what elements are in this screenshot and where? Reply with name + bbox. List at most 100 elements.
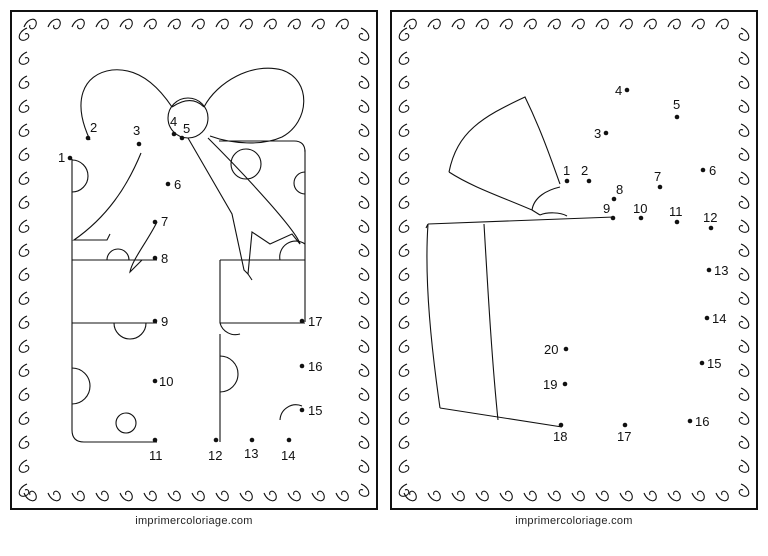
- scroll-ornament: [398, 411, 410, 425]
- scroll-ornament: [358, 123, 370, 137]
- scroll-ornament: [738, 339, 750, 353]
- dot-point: [558, 422, 564, 428]
- dot-number-label: 7: [654, 169, 661, 184]
- scroll-ornament: [119, 490, 133, 502]
- scroll-ornament: [263, 490, 277, 502]
- dot-point: [171, 131, 177, 137]
- scroll-ornament: [358, 291, 370, 305]
- scroll-ornament: [18, 27, 30, 41]
- dot-point: [699, 360, 705, 366]
- scroll-ornament: [738, 27, 750, 41]
- dot-point: [136, 141, 142, 147]
- decorative-scroll-border: [18, 18, 370, 502]
- dot-number-label: 8: [616, 182, 623, 197]
- scroll-ornament: [18, 339, 30, 353]
- scroll-ornament: [475, 18, 489, 30]
- scroll-ornament: [358, 51, 370, 65]
- scroll-ornament: [358, 243, 370, 257]
- scroll-ornament: [643, 490, 657, 502]
- dot-point: [638, 215, 644, 221]
- scroll-ornament: [398, 51, 410, 65]
- scroll-ornament: [398, 387, 410, 401]
- scroll-ornament: [358, 195, 370, 209]
- dot-number-label: 15: [707, 356, 721, 371]
- scroll-ornament: [738, 243, 750, 257]
- scroll-ornament: [167, 490, 181, 502]
- scroll-ornament: [667, 490, 681, 502]
- scroll-ornament: [335, 490, 349, 502]
- dot-point: [611, 196, 617, 202]
- dot-number-label: 2: [90, 120, 97, 135]
- scroll-ornament: [427, 490, 441, 502]
- dot-point: [622, 422, 628, 428]
- scroll-ornament: [287, 18, 301, 30]
- dot-point: [610, 215, 616, 221]
- scroll-ornament: [215, 490, 229, 502]
- scroll-ornament: [358, 147, 370, 161]
- scroll-ornament: [47, 490, 61, 502]
- scroll-ornament: [427, 18, 441, 30]
- scroll-ornament: [398, 459, 410, 473]
- dot-number-label: 16: [695, 414, 709, 429]
- scroll-ornament: [643, 18, 657, 30]
- scroll-ornament: [18, 75, 30, 89]
- scroll-ornament: [738, 435, 750, 449]
- scroll-ornament: [451, 18, 465, 30]
- scroll-ornament: [738, 315, 750, 329]
- scroll-ornament: [358, 171, 370, 185]
- dot-number-label: 5: [183, 121, 190, 136]
- dot-number-label: 9: [161, 314, 168, 329]
- scroll-ornament: [143, 18, 157, 30]
- scroll-ornament: [499, 18, 513, 30]
- dot-point: [152, 255, 158, 261]
- scroll-ornament: [691, 490, 705, 502]
- scroll-ornament: [143, 490, 157, 502]
- scroll-ornament: [738, 75, 750, 89]
- scroll-ornament: [523, 18, 537, 30]
- scroll-ornament: [738, 171, 750, 185]
- dot-number-label: 19: [543, 377, 557, 392]
- scroll-ornament: [18, 435, 30, 449]
- scroll-ornament: [738, 459, 750, 473]
- scroll-ornament: [398, 291, 410, 305]
- dot-point: [674, 219, 680, 225]
- credit-text-right: imprimercoloriage.com: [515, 515, 633, 527]
- scroll-ornament: [239, 490, 253, 502]
- scroll-ornament: [398, 123, 410, 137]
- dot-point: [152, 437, 158, 443]
- dot-point: [299, 407, 305, 413]
- scroll-ornament: [398, 75, 410, 89]
- scroll-ornament: [398, 27, 410, 41]
- dot-point: [700, 167, 706, 173]
- scroll-ornament: [191, 18, 205, 30]
- scroll-ornament: [738, 267, 750, 281]
- scroll-ornament: [358, 219, 370, 233]
- dot-point: [687, 418, 693, 424]
- dot-point: [704, 315, 710, 321]
- scroll-ornament: [398, 363, 410, 377]
- dot-point: [299, 363, 305, 369]
- dot-number-label: 6: [174, 177, 181, 192]
- scroll-ornament: [18, 459, 30, 473]
- dot-number-label: 15: [308, 403, 322, 418]
- scroll-ornament: [398, 483, 410, 497]
- dot-point: [249, 437, 255, 443]
- scroll-ornament: [523, 490, 537, 502]
- scroll-ornament: [71, 490, 85, 502]
- dot-number-label: 4: [615, 83, 622, 98]
- scroll-ornament: [358, 339, 370, 353]
- gift-box-outline: [71, 67, 306, 443]
- dot-point: [708, 225, 714, 231]
- dot-point: [85, 135, 91, 141]
- dot-number-label: 14: [712, 311, 726, 326]
- scroll-ornament: [95, 18, 109, 30]
- scroll-ornament: [738, 99, 750, 113]
- dot-number-label: 17: [308, 314, 322, 329]
- scroll-ornament: [738, 123, 750, 137]
- dot-point: [213, 437, 219, 443]
- credit-text-left: imprimercoloriage.com: [135, 515, 253, 527]
